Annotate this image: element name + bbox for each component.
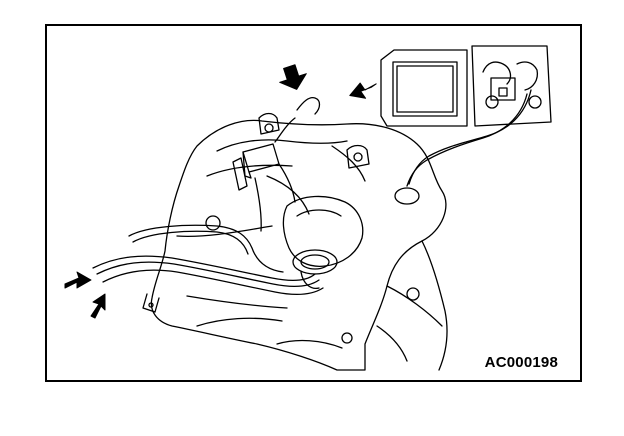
fuel-lines [92, 96, 324, 295]
arrow-left-lower [90, 293, 106, 319]
vapor-valve [232, 112, 370, 191]
arrow-left-upper [64, 271, 92, 289]
figure-frame: AC000198 [45, 24, 582, 382]
fuel-tank-illustration [64, 45, 552, 371]
pump-module [282, 195, 364, 290]
figure-code: AC000198 [484, 354, 558, 371]
fuel-tank [142, 119, 448, 371]
indicator-arrows [64, 64, 377, 319]
arrow-top [279, 64, 307, 90]
canister-assembly [380, 45, 552, 205]
arrow-canister [349, 82, 377, 99]
